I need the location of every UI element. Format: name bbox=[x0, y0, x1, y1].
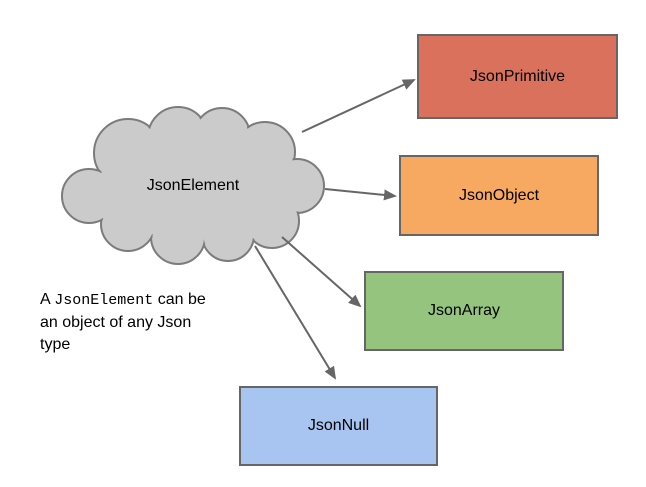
annotation-code: JsonElement bbox=[54, 292, 154, 309]
node-rect-jsonobject bbox=[399, 155, 599, 236]
cloud-interior bbox=[63, 108, 323, 263]
annotation-prefix: A bbox=[40, 291, 55, 308]
cloud-shape bbox=[61, 106, 325, 265]
connector-arrow-jsonprimitive bbox=[301, 79, 416, 133]
node-rect-jsonprimitive bbox=[417, 34, 618, 119]
node-rect-jsonarray bbox=[364, 271, 564, 351]
annotation-text: A JsonElement can be an object of any Js… bbox=[40, 289, 222, 356]
node-rect-jsonnull bbox=[239, 386, 438, 466]
annotation-suffix: can be an object of any Json type bbox=[40, 291, 206, 353]
connector-arrow-jsonnull bbox=[254, 245, 337, 380]
connector-arrow-jsonarray bbox=[281, 236, 362, 308]
connector-arrow-jsonobject bbox=[324, 188, 397, 201]
